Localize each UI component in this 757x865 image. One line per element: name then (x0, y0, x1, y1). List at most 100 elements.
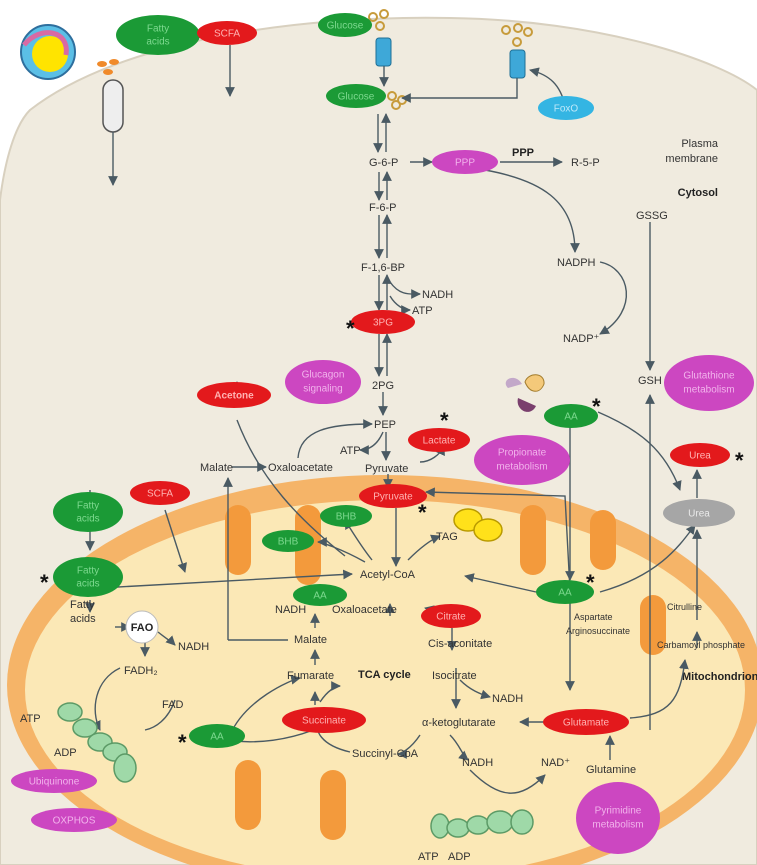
propionate-line2: metabolism (496, 462, 547, 473)
mitochondrion-label: Mitochondrion (682, 671, 757, 683)
oval-glucose-out: Glucose (318, 13, 372, 37)
fatty-acids-mito-line2: acids (76, 579, 99, 590)
svg-text:Pyruvate: Pyruvate (373, 492, 413, 503)
glutathione-line1: Glutathione (683, 371, 735, 382)
pyrimidine-line1: Pyrimidine (595, 806, 642, 817)
fatty-acids-top-line2: acids (146, 37, 169, 48)
svg-text:Glucose: Glucose (327, 21, 364, 32)
bacterium-icon (20, 24, 76, 80)
fatty-acids-top-line1: Fatty (147, 24, 169, 35)
oval-urea-cyto: Urea (670, 443, 730, 467)
protein-blobs-icon (505, 374, 545, 412)
oval-urea-mito: Urea (663, 499, 735, 527)
label-atp-glyc: ATP (412, 305, 433, 317)
label-adp-bottom: ADP (448, 851, 471, 863)
svg-text:Acetone: Acetone (214, 391, 254, 402)
svg-text:AA: AA (564, 412, 578, 423)
label-f6p: F-6-P (369, 202, 397, 214)
plasma-membrane-label-line2: membrane (665, 153, 718, 165)
svg-text:Ubiquinone: Ubiquinone (29, 777, 80, 788)
tag-droplet-icon (453, 508, 503, 542)
asterisk-markers: * * * * * * * * (40, 316, 744, 755)
oval-glucose-in: Glucose (326, 84, 386, 108)
glucagon-line2: signaling (303, 384, 342, 395)
svg-text:FoxO: FoxO (554, 104, 579, 115)
label-pep: PEP (374, 419, 396, 431)
label-ppp: PPP (512, 147, 534, 159)
metabolite-labels: G-6-P PPP R-5-P F-6-P F-1,6-BP NADH ATP … (20, 147, 745, 863)
star-pyruvate: * (418, 500, 427, 525)
electron-transport-chain-bottom-icon (430, 809, 534, 839)
pathway-arrows (85, 45, 702, 794)
label-gsh: GSH (638, 375, 662, 387)
label-nadh-iso: NADH (492, 693, 523, 705)
oval-propionate: Propionate metabolism (474, 435, 570, 485)
oval-citrate: Citrate (421, 604, 481, 628)
svg-text:AA: AA (558, 588, 572, 599)
svg-text:SCFA: SCFA (214, 29, 240, 40)
oval-bhb2: BHB (262, 530, 314, 552)
svg-text:AA: AA (313, 591, 327, 602)
star-3pg: * (346, 316, 355, 341)
svg-text:Urea: Urea (688, 509, 710, 520)
label-fumarate: Fumarate (287, 670, 334, 682)
glucose-transporter-2-icon (501, 23, 533, 79)
label-malate-mito: Malate (294, 634, 327, 646)
svg-text:BHB: BHB (278, 537, 299, 548)
label-nadph: NADPH (557, 257, 596, 269)
star-aa-mito2: * (178, 730, 187, 755)
star-aa-mito3: * (586, 570, 595, 595)
label-oxaloacetate-mito: Oxaloacetate (332, 604, 397, 616)
label-acetyl-coa: Acetyl-CoA (360, 569, 416, 581)
oval-oxphos: OXPHOS (31, 808, 117, 832)
svg-text:Lactate: Lactate (423, 436, 456, 447)
label-adp-etc: ADP (54, 747, 77, 759)
svg-text:OXPHOS: OXPHOS (53, 816, 96, 827)
svg-text:BHB: BHB (336, 512, 357, 523)
oval-acetone: Acetone (197, 382, 271, 408)
svg-text:SCFA: SCFA (147, 489, 173, 500)
label-carbamoyl: Carbamoyl phosphate (657, 640, 745, 650)
oval-fatty-acids-top: Fatty acids (116, 15, 200, 55)
label-atp-pep: ATP (340, 445, 361, 457)
star-aa-cyto: * (592, 394, 601, 419)
oval-pyrimidine: Pyrimidine metabolism (576, 782, 660, 854)
label-akg: α-ketoglutarate (422, 717, 496, 729)
oval-aa-mito2: AA (189, 724, 245, 748)
label-atp-etc: ATP (20, 713, 41, 725)
oval-fatty-acids-mid: Fatty acids (53, 492, 123, 532)
svg-text:3PG: 3PG (373, 318, 393, 329)
label-fad: FAD (162, 699, 183, 711)
plasma-membrane-label-line1: Plasma (681, 138, 719, 150)
oval-scfa-mid: SCFA (130, 481, 190, 505)
label-nadp: NADP⁺ (563, 333, 600, 345)
oval-scfa-top: SCFA (197, 21, 257, 45)
label-nadh-fao: NADH (178, 641, 209, 653)
label-gssg: GSSG (636, 210, 668, 222)
oval-ubiquinone: Ubiquinone (11, 769, 97, 793)
label-isocitrate: Isocitrate (432, 670, 477, 682)
label-fadh2: FADH₂ (124, 665, 158, 677)
tca-cycle-label: TCA cycle (358, 669, 411, 681)
label-nadh-glyc: NADH (422, 289, 453, 301)
label-atp-bottom: ATP (418, 851, 439, 863)
fatty-acids-mid-line1: Fatty (77, 501, 99, 512)
electron-transport-chain-left-icon (57, 702, 137, 783)
cytosol-label: Cytosol (678, 187, 718, 199)
svg-text:FAO: FAO (131, 622, 154, 634)
star-fatty-acids: * (40, 570, 49, 595)
oval-succinate: Succinate (282, 707, 366, 733)
fatty-acids-mid-line2: acids (76, 514, 99, 525)
label-argininosuccinate: Arginosuccinate (566, 626, 630, 636)
pyrimidine-line2: metabolism (592, 820, 643, 831)
oval-lactate: Lactate (408, 428, 470, 452)
oval-foxo: FoxO (538, 96, 594, 120)
oval-aa-mito3: AA (536, 580, 594, 604)
propionate-line1: Propionate (498, 448, 547, 459)
label-glutamine: Glutamine (586, 764, 636, 776)
label-fatty-acids-plain-1: Fatty (70, 599, 95, 611)
svg-text:Glucose: Glucose (338, 92, 375, 103)
svg-text:PPP: PPP (455, 158, 475, 169)
label-nadh-mal: NADH (275, 604, 306, 616)
